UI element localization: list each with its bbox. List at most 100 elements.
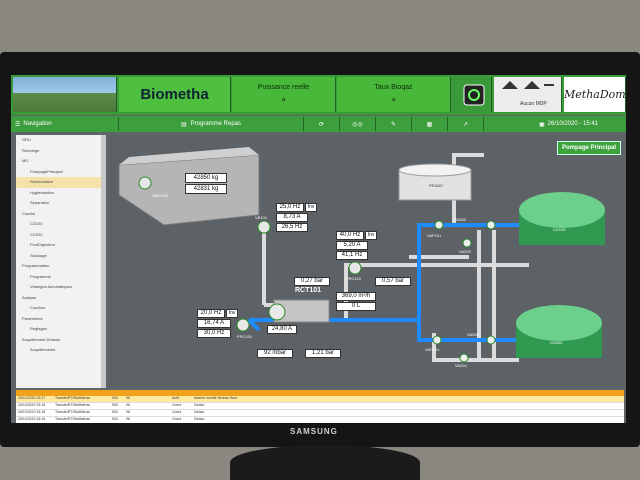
kpi-bioqaz-value: a	[391, 97, 396, 103]
list-icon: ▤	[180, 121, 187, 128]
kpi-bioqaz: Taux Bioqaz a	[337, 77, 451, 112]
sidebar-item[interactable]: Programme	[30, 273, 51, 279]
sidebar-item[interactable]: Hygienisation	[30, 189, 55, 195]
valve-label: VA203	[459, 249, 471, 254]
pressure-mbar: 92 mbar	[257, 349, 293, 358]
prc101-label: PRC101	[346, 276, 362, 281]
valve-label: VA206	[467, 332, 479, 337]
sidebar-item[interactable]: Parametres	[22, 315, 43, 321]
program-label: Programme Repas	[190, 121, 242, 127]
program-button[interactable]: ▤ Programme Repas	[119, 117, 304, 131]
menu-icon: ☰	[15, 121, 21, 128]
sidebar-item[interactable]: Acquittements	[30, 347, 56, 352]
sidebar-item[interactable]: PostDigesteur	[30, 242, 56, 247]
valves	[432, 220, 496, 363]
wrench-icon: ✎	[390, 121, 397, 128]
grey-pipes	[262, 153, 529, 362]
kpi-puissance-value: a	[281, 97, 286, 103]
sidebar-item[interactable]: Acquittement Defauts	[22, 336, 61, 342]
process-synoptic: Pompage Principal 42850 kg 42831 kg BRU1…	[109, 135, 624, 388]
alarm-cell: TransferRT/BioMethan	[55, 403, 91, 407]
alarm-cell: TransferRT/BioMethan	[55, 396, 91, 400]
alarm-cell: Defaut	[194, 403, 205, 407]
weight-value: 42850 kg	[185, 173, 227, 183]
rct101-current: 24,80 A	[267, 325, 297, 334]
sidebar-item[interactable]: CD100	[30, 221, 43, 226]
pump-icon	[348, 261, 362, 275]
sidebar-item[interactable]: PompagePrincipal	[30, 168, 63, 174]
sidebar-item[interactable]: MG	[22, 158, 29, 163]
pump-icon	[236, 318, 250, 332]
tank-label: PS3407	[429, 183, 444, 188]
vb101-setpoint[interactable]: 25,0 Hz	[276, 203, 304, 212]
alarm-header	[16, 390, 624, 396]
alarm-cell: 500	[112, 403, 118, 407]
binoculars-button[interactable]: ◎◎	[340, 117, 376, 131]
prc201-frequency: 30,0 Hz	[197, 329, 231, 338]
alarm-cell: 96	[126, 417, 130, 421]
alarm-cell: 26/10/2020 15:16	[18, 417, 46, 421]
sidebar-item[interactable]: Courbes	[30, 305, 46, 310]
prc201-setpoint[interactable]: 20,0 Hz	[197, 309, 225, 318]
home-panel[interactable]: Aucun MDP	[494, 77, 562, 112]
refresh-button[interactable]: ⟳	[304, 117, 340, 131]
sidebar-item[interactable]: Separation	[30, 200, 50, 205]
alarm-cell: TransferRT/BioMethan	[55, 410, 91, 414]
brand-logo: MethaDomaine	[564, 77, 626, 112]
blue-pipes	[247, 223, 521, 342]
tools-button[interactable]: ✎	[376, 117, 412, 131]
sidebar-scrollbar[interactable]	[101, 135, 106, 388]
pompage-principal-button[interactable]: Pompage Principal	[557, 141, 621, 155]
alarm-cell: Ouvrir	[172, 403, 182, 407]
navigation-toggle[interactable]: ☰ Navigation	[11, 117, 119, 131]
sidebar-item[interactable]: Recirculation	[16, 177, 101, 188]
sidebar-item[interactable]: CD200	[30, 231, 43, 237]
report-button[interactable]: ▦	[412, 117, 448, 131]
alarm-cell: Ouvrir	[172, 417, 182, 421]
trend-button[interactable]: ↗	[448, 117, 484, 131]
sidebar-item[interactable]: Stockage	[30, 252, 47, 258]
pressure-value: 0,57 bar	[375, 277, 411, 286]
alarm-cell: Ouvrir	[172, 410, 182, 414]
vb101-mode: Inv	[305, 203, 317, 212]
vb101-current: 8,73 A	[276, 213, 308, 222]
header-bar: Biometha Puissance reelle a Taux Bioqaz …	[11, 75, 626, 115]
valve-label: VA205	[454, 217, 466, 222]
plant-photo	[13, 77, 117, 112]
valve-label: VA204	[455, 363, 467, 368]
alarm-cell	[138, 403, 170, 409]
sidebar-item[interactable]: Courbe	[22, 210, 36, 216]
digester-cd100	[519, 192, 605, 245]
sidebar-item[interactable]: Reglages	[30, 326, 47, 331]
alarm-cell: Alarme recette Niveau Haut	[194, 396, 237, 400]
prc201-mode: Inv	[226, 309, 238, 318]
refresh-icon: ⟳	[318, 121, 325, 128]
prc201-current: 16,74 A	[197, 319, 231, 328]
alarm-cell: Defaut	[194, 417, 205, 421]
sidebar-item[interactable]: Vidanges Automatiques	[30, 284, 72, 289]
prc101-setpoint[interactable]: 40,0 Hz	[336, 231, 364, 240]
touch-button[interactable]	[456, 77, 492, 112]
mixer-label: BRU100	[153, 193, 169, 198]
pressure-value: 0,27 bar	[294, 277, 330, 286]
sidebar-item[interactable]: Programmation	[22, 263, 50, 268]
monitor-brand: SAMSUNG	[290, 427, 338, 436]
alarm-cell: 96	[126, 403, 130, 407]
sidebar-item[interactable]: GRU	[22, 137, 31, 142]
alarm-cell: 96	[126, 410, 130, 414]
digester-cd200	[516, 305, 602, 358]
alarm-cell: 26/10/2020 15:27	[18, 396, 46, 400]
monitor-stand	[230, 445, 420, 480]
sidebar-item[interactable]: Analyse	[22, 294, 37, 300]
sidebar-item[interactable]: Recharge	[22, 147, 40, 153]
valve-label: VAP101	[427, 233, 442, 238]
alarm-cell: 500	[112, 417, 118, 421]
vb101-label: VB101	[255, 215, 268, 220]
tank-ps3407	[398, 163, 472, 201]
navigation-label: Navigation	[23, 121, 52, 127]
